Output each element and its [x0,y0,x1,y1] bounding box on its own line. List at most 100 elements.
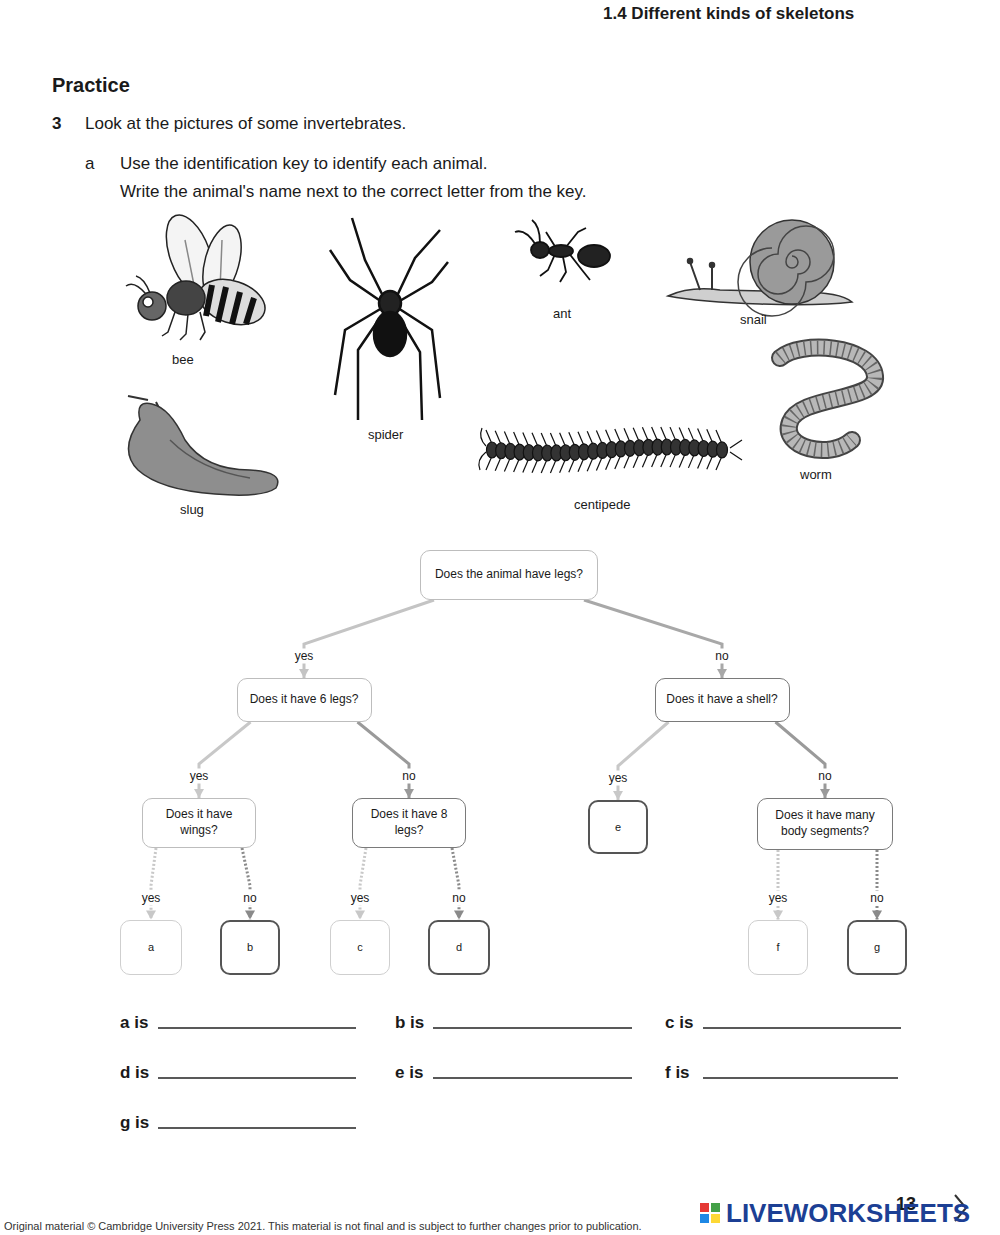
text-label: c is [665,1013,693,1033]
connector-line [618,722,669,800]
connector-line [199,722,251,798]
text-label: Practice [52,74,130,97]
spider-drawing [330,218,448,420]
text-label: worm [800,467,832,482]
text-label: 1.4 Different kinds of skeletons [603,4,854,24]
connector-line [584,600,722,678]
arrow-head [245,911,255,920]
connector [613,722,669,800]
answer-box: f [748,920,808,975]
arrow-head [613,791,623,800]
connector [872,850,882,920]
branch-label: yes [139,890,164,905]
branch-label: no [240,890,259,905]
centipede-segment [717,442,728,458]
connector-line [452,848,459,920]
question-box: Does it have wings? [142,798,256,848]
answer-box: d [428,920,490,975]
arrow-head [454,911,464,920]
text-label: a is [120,1013,148,1033]
box-text: f [776,940,779,954]
branch-label: yes [766,890,791,905]
connector-line [876,850,879,920]
centipede-tail [730,440,742,460]
question-box: Does it have many body segments? [757,798,893,850]
connector [584,600,727,678]
connector [358,722,415,798]
branch-label: yes [292,649,317,664]
branch-label: no [712,649,731,664]
text-label: 3 [52,114,61,134]
connector [776,722,831,798]
connector [299,600,434,678]
box-text: Does it have 6 legs? [250,692,359,708]
connector-line [776,722,826,798]
branch-label: no [449,890,468,905]
text-label: Use the identification key to identify e… [120,154,488,174]
question-box: Does it have 8 legs? [352,798,466,848]
answer-box: e [588,800,648,854]
text-label: snail [740,312,767,327]
slug-drawing [128,396,278,495]
box-text: Does it have wings? [151,807,247,838]
text-label: slug [180,502,204,517]
arrow-head [872,911,882,920]
arrow-head [404,789,414,798]
text-label: Original material © Cambridge University… [4,1220,642,1232]
box-text: d [456,940,462,954]
branch-label: no [399,769,418,784]
arrow-head [773,911,783,920]
arrow-head [299,669,309,678]
arrow-head [820,789,830,798]
worm-drawing [780,348,875,450]
centipede-drawing [479,427,742,473]
connector-line [242,848,250,920]
connector [194,722,251,798]
arrow-head [194,789,204,798]
question-box: Does it have a shell? [655,678,790,722]
text-label: e is [395,1063,423,1083]
text-label: ant [553,306,571,321]
snail-drawing [668,220,852,316]
connector-line [777,850,780,920]
bee-drawing [126,209,271,340]
text-label: Look at the pictures of some invertebrat… [85,114,406,134]
branch-label: yes [187,769,212,784]
connector-line [151,848,156,920]
box-text: g [874,940,880,954]
box-text: Does the animal have legs? [435,567,583,583]
text-label: a [85,154,94,174]
logo-icon [700,1203,720,1223]
text-label: spider [368,427,403,442]
box-text: c [357,940,363,954]
branch-label: yes [606,771,631,786]
arrow-head [355,911,365,920]
answer-box: b [220,920,280,975]
text-label: f is [665,1063,690,1083]
branch-label: yes [348,890,373,905]
answer-lines [158,1028,901,1128]
branch-label: no [867,890,886,905]
ant-drawing [515,220,610,282]
answer-box: g [847,920,907,975]
box-text: b [247,940,253,954]
text-label: b is [395,1013,424,1033]
text-label: g is [120,1113,149,1133]
answer-box: a [120,920,182,975]
connector [773,850,783,920]
box-text: Does it have a shell? [666,692,777,708]
box-text: e [615,820,621,834]
text-label: LIVEWORKSHEETS [726,1198,970,1229]
box-text: Does it have many body segments? [766,808,884,839]
connector [452,848,464,920]
text-label: d is [120,1063,149,1083]
connector-line [358,722,410,798]
question-box: Does it have 6 legs? [237,678,372,722]
question-box: Does the animal have legs? [420,550,598,600]
answer-box: c [330,920,390,975]
arrow-head [717,669,727,678]
text-label: Write the animal's name next to the corr… [120,182,587,202]
connector [242,848,255,920]
connector [146,848,156,920]
connector-line [304,600,434,678]
